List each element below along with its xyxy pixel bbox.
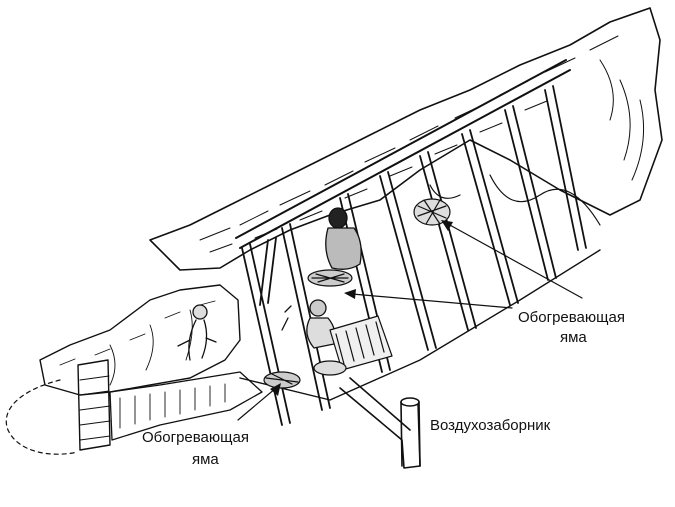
figure-working xyxy=(281,299,336,349)
entrance-steps xyxy=(109,371,263,441)
entrance-mound xyxy=(39,284,241,396)
heating-pit-upper xyxy=(307,269,353,287)
heating-pit-left xyxy=(263,360,347,389)
arrowhead-heating-pit-upper xyxy=(344,289,356,299)
air-intake-pipe xyxy=(339,377,421,469)
arrow-heating-pit-left xyxy=(237,387,277,421)
heating-pit-right xyxy=(413,198,451,226)
rafter-poles xyxy=(241,85,587,426)
label-heating-pit-right-line2: яма xyxy=(560,329,587,346)
arrowhead-heating-pit-left xyxy=(270,383,281,396)
entrance-wall xyxy=(77,359,111,451)
entrance-wall-bricks xyxy=(79,375,111,441)
arrow-heating-pit-right xyxy=(447,223,583,299)
ridge-beam xyxy=(235,59,571,249)
excavation-outline xyxy=(5,379,79,455)
interior-stairs xyxy=(329,315,393,371)
arrow-heating-pit-upper xyxy=(351,293,513,309)
label-heating-pit-left-line2: яма xyxy=(192,451,219,468)
arrowhead-heating-pit-right xyxy=(441,220,453,231)
label-air-intake: Воздухозаборник xyxy=(430,417,551,434)
roof-earth-covering xyxy=(149,7,663,271)
label-heating-pit-right-line1: Обогревающая xyxy=(518,309,625,326)
figure-seated-upper xyxy=(325,207,362,270)
label-arrows xyxy=(237,220,583,421)
mound-texture xyxy=(59,300,216,386)
floor-line xyxy=(239,249,601,401)
label-heating-pit-left-line1: Обогревающая xyxy=(142,429,249,446)
figure-entrance xyxy=(177,304,217,361)
right-wall-contour xyxy=(429,174,601,226)
steps-hatching xyxy=(119,383,226,429)
